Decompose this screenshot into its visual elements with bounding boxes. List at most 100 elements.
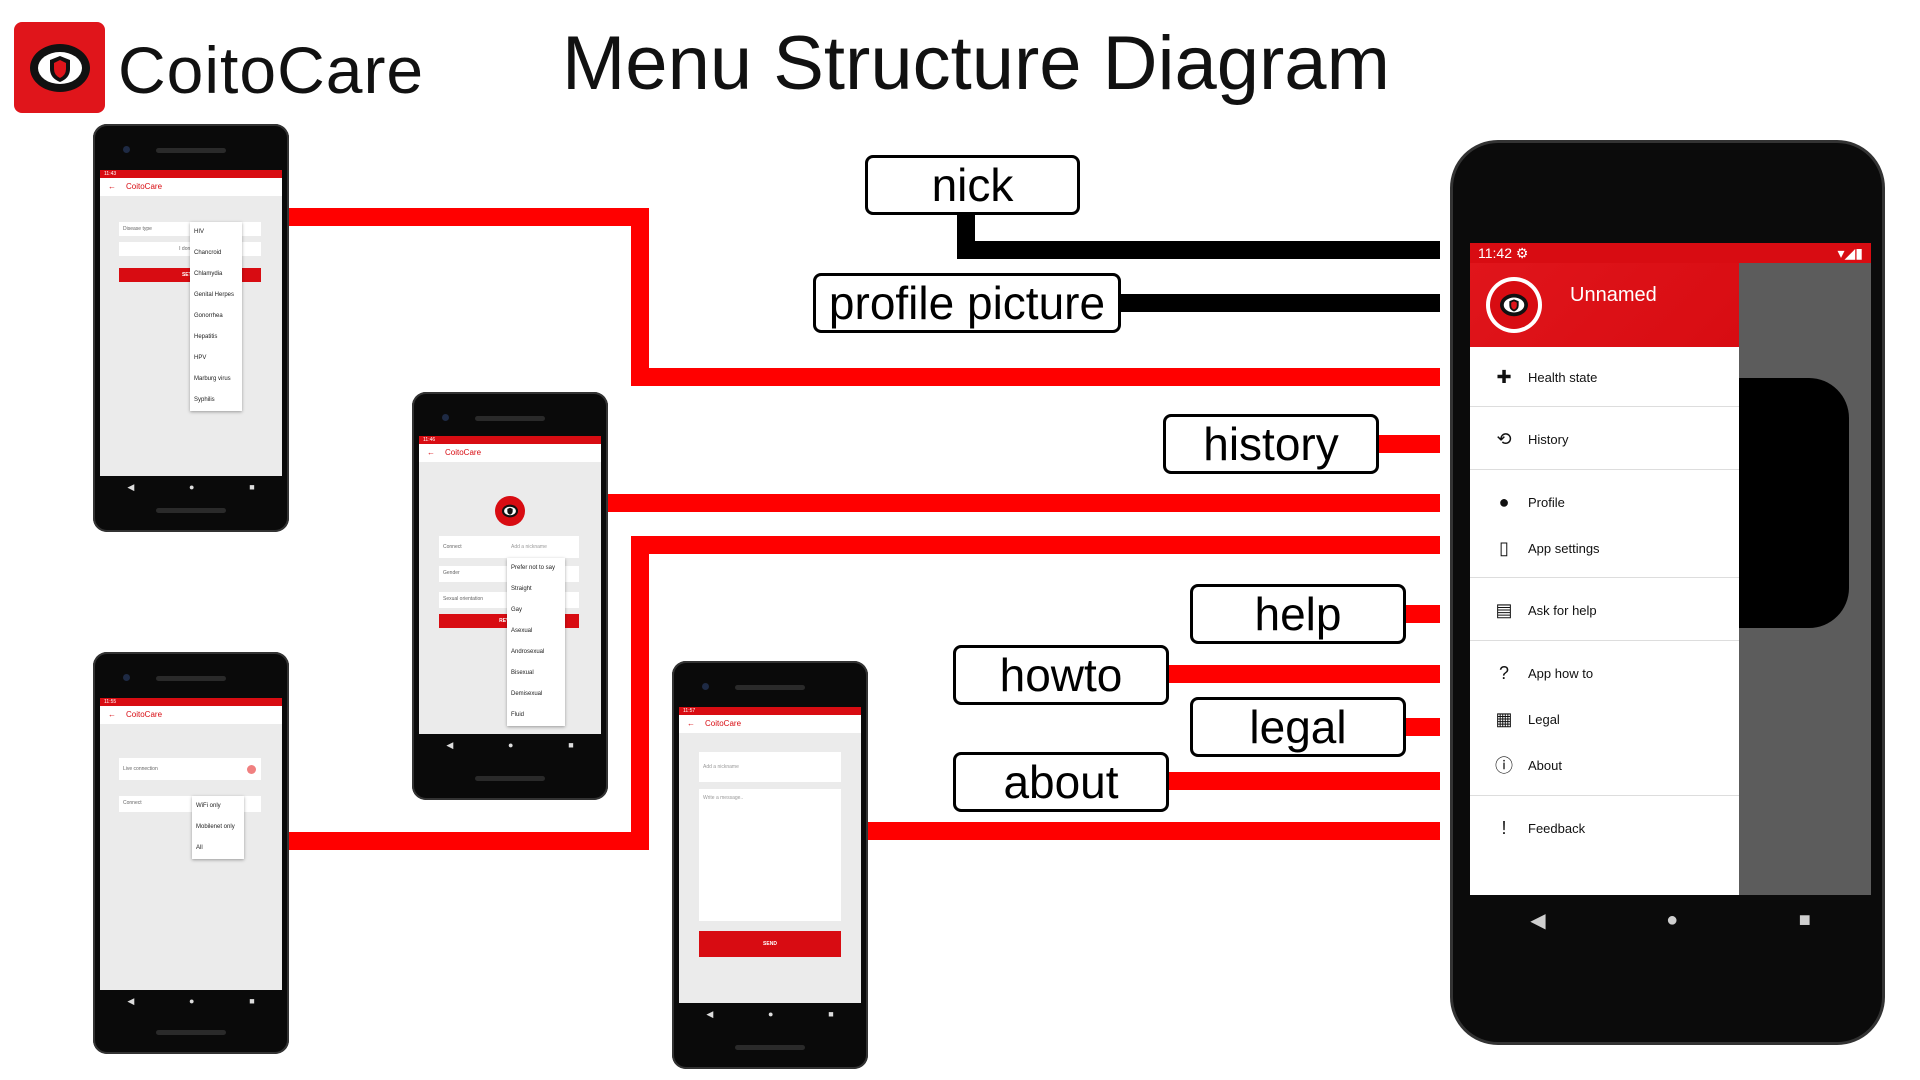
menu-item-about[interactable]: ⓘ About <box>1470 745 1739 785</box>
chat-icon: ▤ <box>1495 599 1513 620</box>
dropdown-option[interactable]: Hepatitis <box>194 334 218 340</box>
feedback-screen: 11:57 ← CoitoCare Add a nickname Write a … <box>679 707 861 1003</box>
dropdown-option[interactable]: All <box>196 845 203 851</box>
phone-settings-icon: ▯ <box>1499 537 1509 558</box>
nav-bar: ◀ ● ■ <box>419 734 601 756</box>
health-screen: 11:43 ←CoitoCare Disease type I don't ha… <box>100 170 282 476</box>
home-nav-icon[interactable]: ● <box>508 740 514 750</box>
disease-dropdown: HIV Chancroid Chlamydia Genital Herpes G… <box>190 222 242 411</box>
toolbar: ← CoitoCare <box>679 715 861 733</box>
home-nav-icon[interactable]: ● <box>768 1009 774 1019</box>
orientation-dropdown: Prefer not to say Straight Gay Asexual A… <box>507 558 565 726</box>
status-bar: 11:42 ⚙▾◢▮ <box>1470 243 1871 263</box>
message-input[interactable]: Write a message.. <box>699 789 841 921</box>
back-arrow-icon[interactable]: ← <box>108 182 116 191</box>
app-logo <box>14 22 105 113</box>
user-name: Unnamed <box>1570 284 1657 306</box>
status-time: 11:42 <box>1478 245 1512 261</box>
toolbar-title: CoitoCare <box>705 719 742 728</box>
dropdown-option[interactable]: Prefer not to say <box>511 565 556 571</box>
dropdown-option[interactable]: Marburg virus <box>194 376 231 382</box>
menu-item-history[interactable]: ⟲ History <box>1470 419 1739 459</box>
nickname-input[interactable]: Add a nickname <box>699 752 841 782</box>
menu-label: History <box>1528 431 1569 447</box>
dropdown-option[interactable]: Fluid <box>511 712 525 718</box>
dropdown-option[interactable]: Syphilis <box>194 397 215 403</box>
back-nav-icon[interactable]: ◀ <box>706 1008 714 1019</box>
dropdown-option[interactable]: Demisexual <box>511 691 543 697</box>
nav-bar: ◀ ● ■ <box>679 1003 861 1025</box>
back-arrow-icon[interactable]: ← <box>108 710 116 719</box>
dropdown-option[interactable]: Mobilenet only <box>196 824 235 830</box>
recents-nav-icon[interactable]: ■ <box>1798 908 1811 931</box>
eye-shield-icon <box>1500 293 1528 317</box>
back-nav-icon[interactable]: ◀ <box>446 739 454 750</box>
recents-nav-icon[interactable]: ■ <box>249 482 255 492</box>
menu-item-ask-for-help[interactable]: ▤ Ask for help <box>1470 590 1739 630</box>
back-arrow-icon[interactable]: ← <box>427 448 435 457</box>
home-nav-icon[interactable]: ● <box>1666 908 1679 931</box>
dropdown-option[interactable]: Genital Herpes <box>194 292 235 298</box>
help-circle-icon: ? <box>1498 662 1509 683</box>
label-howto: howto <box>953 645 1169 705</box>
menu-item-feedback[interactable]: !Feedback <box>1470 808 1739 848</box>
menu-label: Health state <box>1528 369 1598 385</box>
avatar[interactable] <box>1486 277 1542 333</box>
menu-label: Feedback <box>1528 820 1586 836</box>
toolbar-title: CoitoCare <box>126 182 163 191</box>
menu-item-legal[interactable]: ▦Legal <box>1470 699 1739 739</box>
nav-bar: ◀ ● ■ <box>100 476 282 498</box>
dropdown-option[interactable]: Chlamydia <box>194 271 223 277</box>
history-icon: ⟲ <box>1496 428 1512 449</box>
dropdown-option[interactable]: Androsexual <box>511 649 545 655</box>
dropdown-option[interactable]: Gonorrhea <box>194 313 223 319</box>
dropdown-option[interactable]: WiFi only <box>196 803 221 809</box>
home-nav-icon[interactable]: ● <box>189 996 195 1006</box>
settings-gear-icon: ⚙ <box>1515 245 1529 261</box>
medical-kit-icon: ✚ <box>1496 366 1512 387</box>
eye-shield-icon <box>502 504 518 518</box>
background-shape <box>1739 378 1849 628</box>
menu-item-profile[interactable]: ●Profile <box>1470 482 1739 522</box>
dropdown-option[interactable]: HIV <box>194 229 205 235</box>
toolbar: ← CoitoCare <box>100 178 282 196</box>
menu-item-app-settings[interactable]: ▯App settings <box>1470 528 1739 568</box>
connector-nick <box>957 215 1440 259</box>
recents-nav-icon[interactable]: ■ <box>568 740 574 750</box>
back-nav-icon[interactable]: ◀ <box>127 481 135 492</box>
toolbar: ←CoitoCare <box>100 706 282 724</box>
toolbar-title: CoitoCare <box>445 448 482 457</box>
menu-label: Ask for help <box>1528 602 1597 618</box>
label-legal: legal <box>1190 697 1406 757</box>
dropdown-option[interactable]: Gay <box>511 607 523 613</box>
connection-dropdown: WiFi only Mobilenet only All <box>192 796 244 859</box>
home-nav-icon[interactable]: ● <box>189 482 195 492</box>
menu-item-health-state[interactable]: ✚ Health state <box>1470 357 1739 397</box>
profile-picture[interactable] <box>495 496 525 526</box>
status-bar: 11:46 <box>419 436 601 444</box>
nickname-input[interactable]: Add a nickname <box>507 536 579 558</box>
label-about: about <box>953 752 1169 812</box>
menu-label: About <box>1528 757 1562 773</box>
eye-shield-icon <box>29 43 90 92</box>
dropdown-option[interactable]: Asexual <box>511 628 533 634</box>
nav-bar: ◀ ● ■ <box>100 990 282 1012</box>
dropdown-option[interactable]: HPV <box>194 355 207 361</box>
back-arrow-icon[interactable]: ← <box>687 719 695 728</box>
status-bar: 11:57 <box>679 707 861 715</box>
phone-app-settings: 11:55 ←CoitoCare Live connection Connect… <box>93 652 289 1054</box>
dropdown-option[interactable]: Straight <box>511 586 532 592</box>
recents-nav-icon[interactable]: ■ <box>249 996 255 1006</box>
recents-nav-icon[interactable]: ■ <box>828 1009 834 1019</box>
live-connection-toggle[interactable] <box>247 765 256 774</box>
back-nav-icon[interactable]: ◀ <box>127 995 135 1006</box>
connector-app-settings <box>288 536 1440 850</box>
send-button[interactable]: SEND <box>699 931 841 957</box>
info-icon: ⓘ <box>1495 756 1513 776</box>
dropdown-option[interactable]: Chancroid <box>194 250 222 256</box>
menu-item-app-how-to[interactable]: ?App how to <box>1470 653 1739 693</box>
menu-label: Legal <box>1528 711 1560 727</box>
dropdown-option[interactable]: Bisexual <box>511 670 534 676</box>
back-nav-icon[interactable]: ◀ <box>1530 909 1546 932</box>
